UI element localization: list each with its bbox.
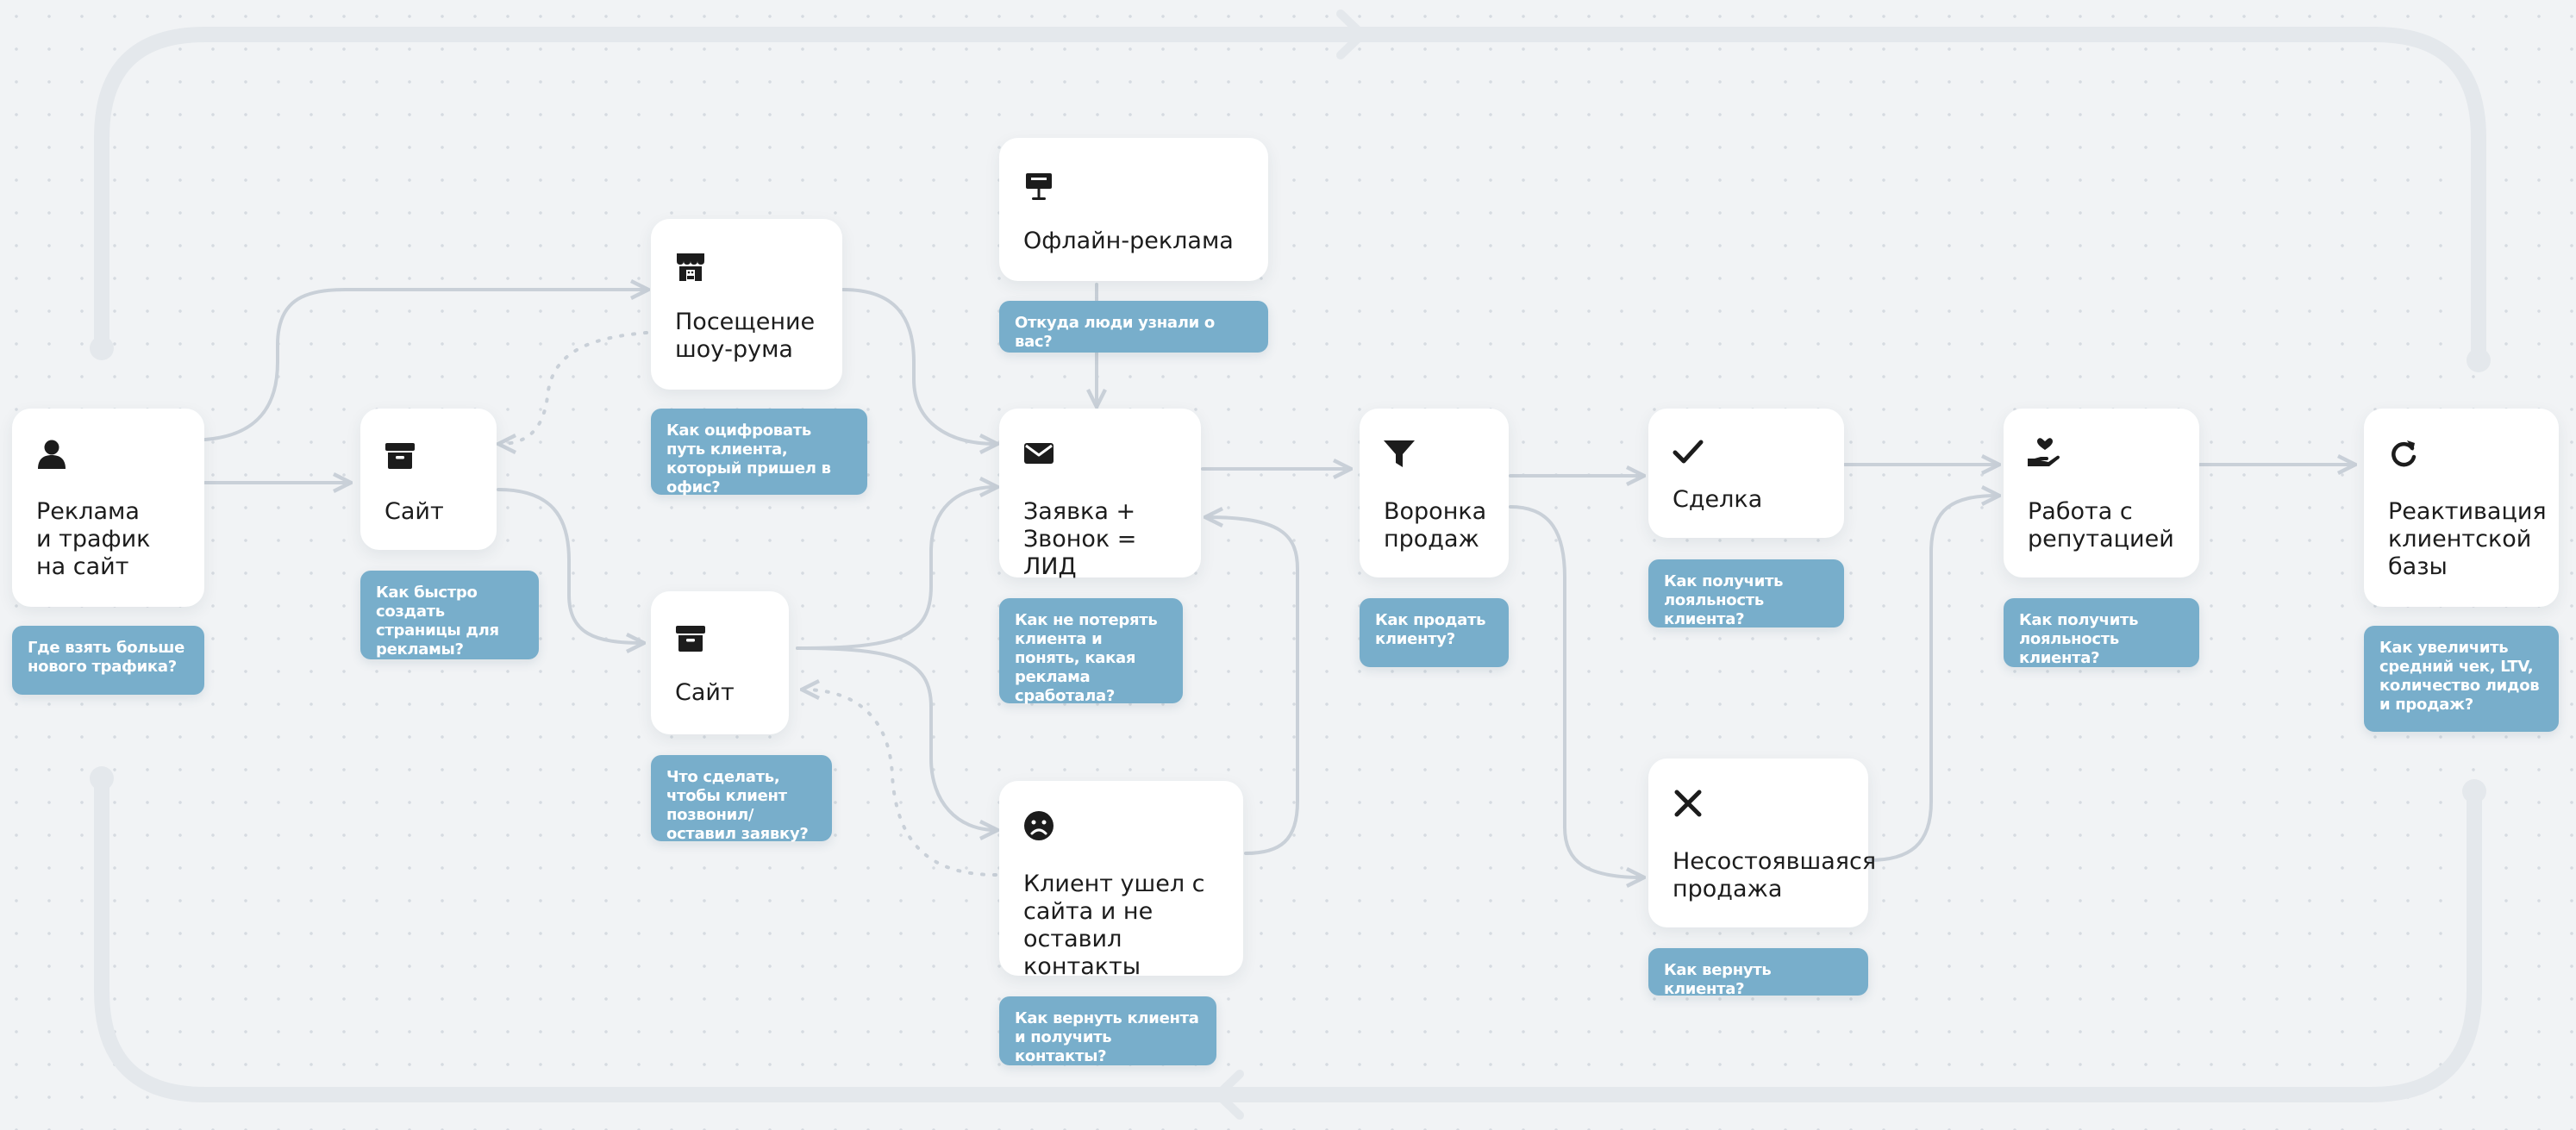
arrow-showroom-lead (841, 288, 996, 444)
user-icon (34, 436, 69, 471)
arrow-funnel-failed (1509, 505, 1642, 877)
arrow-failed-reputation (1867, 496, 1998, 862)
bottom-loop-end-dot (90, 766, 114, 790)
archive-box-icon (673, 621, 708, 655)
node-offline-ads[interactable]: Офлайн-реклама (999, 138, 1268, 281)
bottom-loop-line (94, 771, 2482, 1102)
node-failed-sale[interactable]: Несостоявшаяся продажа (1648, 759, 1877, 927)
note-sales-funnel: Как продать клиенту? (1360, 598, 1509, 667)
checkmark-icon (1671, 434, 1705, 469)
note-showroom: Как оцифровать путь клиента, который при… (651, 409, 867, 496)
sad-face-icon (1022, 808, 1056, 843)
refresh-icon (2386, 436, 2421, 471)
billboard-icon (1022, 169, 1056, 203)
storefront-icon (673, 250, 708, 284)
node-site-contact[interactable]: Сайт (651, 591, 789, 734)
node-label: Работа с репутацией (2028, 498, 2174, 553)
bottom-loop-arrow (1214, 1070, 1244, 1120)
node-sales-funnel[interactable]: Воронка продаж (1360, 409, 1509, 577)
arrow-site2-left (796, 646, 996, 830)
note-site-pages: Как быстро создать страницы для рекламы? (360, 571, 539, 659)
node-label: Реклама и трафик на сайт (36, 498, 151, 580)
note-site-contact: Что сделать, чтобы клиент позвонил/ оста… (651, 755, 832, 843)
node-ads-traffic[interactable]: Реклама и трафик на сайт (12, 409, 204, 607)
top-loop-line (94, 27, 2486, 368)
note-lead: Как не потерять клиента и понять, какая … (999, 598, 1183, 705)
arrow-site2-lead (796, 487, 996, 650)
note-failed-sale: Как вернуть клиента? (1648, 948, 1868, 998)
node-label: Реактивация клиентской базы (2388, 498, 2547, 580)
dashed-arrow-showroom-site (500, 331, 648, 444)
node-label: Клиент ушел с сайта и не оставил контакт… (1023, 871, 1205, 980)
node-label: Заявка + Звонок = ЛИД (1023, 498, 1137, 580)
node-showroom[interactable]: Посещение шоу-рума (651, 219, 842, 390)
node-label: Несостоявшаяся продажа (1673, 848, 1877, 902)
top-loop-start-dot (90, 336, 114, 360)
note-reactivation: Как увеличить средний чек, LTV, количест… (2364, 626, 2559, 732)
node-label: Офлайн-реклама (1023, 228, 1234, 254)
node-label: Сделка (1673, 486, 1763, 513)
note-deal: Как получить лояльность клиента? (1648, 559, 1844, 628)
node-label: Сайт (675, 679, 735, 706)
node-lead[interactable]: Заявка + Звонок = ЛИД (999, 409, 1201, 580)
top-loop-arrow (1336, 9, 1366, 59)
node-reputation[interactable]: Работа с репутацией (2004, 409, 2199, 577)
cross-icon (1671, 786, 1705, 821)
node-reactivation[interactable]: Реактивация клиентской базы (2364, 409, 2559, 607)
heart-hand-icon (2026, 436, 2060, 471)
node-deal[interactable]: Сделка (1648, 409, 1844, 538)
arrow-ads-showroom (203, 290, 647, 441)
node-client-left[interactable]: Клиент ушел с сайта и не оставил контакт… (999, 781, 1243, 980)
note-reputation: Как получить лояльность клиента? (2004, 598, 2199, 667)
funnel-icon (1382, 436, 1416, 471)
envelope-icon (1022, 436, 1056, 471)
note-offline-ads: Откуда люди узнали о вас? (999, 301, 1268, 353)
arrow-left-lead (1207, 517, 1299, 855)
note-ads-traffic: Где взять больше нового трафика? (12, 626, 204, 695)
arrow-site-site2 (497, 488, 642, 643)
node-site-pages[interactable]: Сайт (360, 409, 497, 550)
node-label: Посещение шоу-рума (675, 309, 816, 363)
archive-box-icon (383, 438, 417, 472)
note-client-left: Как вернуть клиента и получить контакты? (999, 996, 1216, 1065)
dashed-arrow-left-site2 (803, 690, 997, 877)
node-label: Сайт (385, 498, 444, 525)
node-label: Воронка продаж (1384, 498, 1487, 553)
bottom-loop-start-dot (2462, 779, 2486, 803)
top-loop-end-dot (2467, 348, 2491, 372)
